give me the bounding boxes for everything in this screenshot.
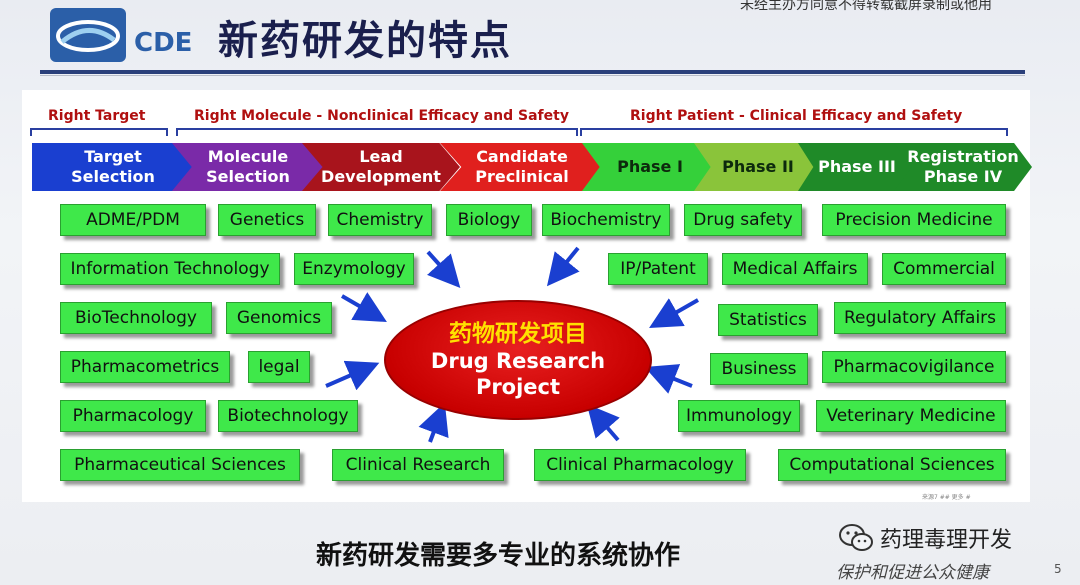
- stage-line1: Phase II: [722, 157, 794, 176]
- wechat-icon: [839, 524, 873, 551]
- discipline-tag: Regulatory Affairs: [834, 302, 1006, 334]
- discipline-tag: Information Technology: [60, 253, 280, 285]
- slide-title: 新药研发的特点: [218, 18, 512, 64]
- discipline-tag: Biology: [446, 204, 532, 236]
- source-note: 来源7 ## 更多 #: [922, 494, 971, 501]
- discipline-tag: legal: [248, 351, 310, 383]
- stage-phase-2: Phase II: [694, 143, 822, 191]
- bracket-molecule: [176, 128, 578, 136]
- drug-research-project-hub: 药物研发项目 Drug Research Project: [384, 300, 652, 420]
- copyright-watermark: 未经主办方同意不得转载截屏录制或他用: [740, 0, 992, 13]
- discipline-tag: Enzymology: [294, 253, 414, 285]
- discipline-tag: Genetics: [218, 204, 316, 236]
- discipline-tag: Pharmacology: [60, 400, 206, 432]
- stage-line2: Phase IV: [923, 167, 1003, 186]
- wechat-account: 药理毒理开发: [838, 522, 1012, 554]
- logo-text: CDE: [134, 28, 193, 58]
- stage-line1: Phase III: [818, 157, 896, 176]
- header-rule-thin: [40, 75, 1025, 76]
- stage-line1: Registration: [907, 147, 1019, 166]
- stage-line1: Phase I: [617, 157, 683, 176]
- discipline-tag: Statistics: [718, 304, 818, 336]
- discipline-tag: Veterinary Medicine: [816, 400, 1006, 432]
- discipline-tag: BioTechnology: [60, 302, 212, 334]
- stage-line2: Development: [321, 167, 441, 186]
- discipline-tag: Precision Medicine: [822, 204, 1006, 236]
- stage-line1: Candidate: [476, 147, 568, 166]
- logo-emblem-icon: [50, 8, 126, 62]
- discipline-tag: Computational Sciences: [778, 449, 1006, 481]
- discipline-tag: Biotechnology: [218, 400, 358, 432]
- footer-caption: 新药研发需要多专业的系统协作: [316, 541, 681, 571]
- stage-line1: Lead: [359, 147, 403, 166]
- discipline-tag: IP/Patent: [608, 253, 708, 285]
- discipline-tag: Genomics: [226, 302, 332, 334]
- hub-title-en-line2: Project: [475, 375, 561, 399]
- stage-line1: Target: [84, 147, 142, 166]
- bracket-target: [30, 128, 168, 136]
- discipline-tag: Immunology: [678, 400, 800, 432]
- discipline-tag: Clinical Research: [332, 449, 504, 481]
- hub-title-en-line1: Drug Research: [430, 349, 606, 373]
- discipline-tag: Chemistry: [328, 204, 432, 236]
- stage-line2: Selection: [71, 167, 155, 186]
- hub-title-cn: 药物研发项目: [449, 321, 587, 347]
- page-number: 5: [1054, 562, 1062, 576]
- stage-phase-1: Phase I: [582, 143, 718, 191]
- wechat-account-name: 药理毒理开发: [880, 528, 1013, 553]
- discipline-tag: Clinical Pharmacology: [534, 449, 746, 481]
- discipline-tag: Business: [710, 353, 808, 385]
- cde-logo: CDE: [48, 6, 192, 66]
- discipline-tag: Pharmacovigilance: [822, 351, 1006, 383]
- discipline-tag: Pharmaceutical Sciences: [60, 449, 300, 481]
- stage-line2: Preclinical: [475, 167, 569, 186]
- bracket-patient: [580, 128, 1008, 136]
- discipline-tag: ADME/PDM: [60, 204, 206, 236]
- discipline-tag: Commercial: [882, 253, 1006, 285]
- stage-line2: Selection: [206, 167, 290, 186]
- stage-line1: Molecule: [207, 147, 289, 166]
- bracket-label-patient: Right Patient - Clinical Efficacy and Sa…: [630, 108, 963, 124]
- stage-phase-3: Phase III: [798, 143, 916, 191]
- header-rule: [40, 70, 1025, 74]
- bracket-label-molecule: Right Molecule - Nonclinical Efficacy an…: [194, 108, 569, 124]
- discipline-tag: Pharmacometrics: [60, 351, 230, 383]
- bracket-label-target: Right Target: [48, 108, 146, 124]
- discipline-tag: Medical Affairs: [722, 253, 868, 285]
- footer-slogan: 保护和促进公众健康: [836, 563, 989, 583]
- discipline-tag: Biochemistry: [542, 204, 670, 236]
- discipline-tag: Drug safety: [684, 204, 802, 236]
